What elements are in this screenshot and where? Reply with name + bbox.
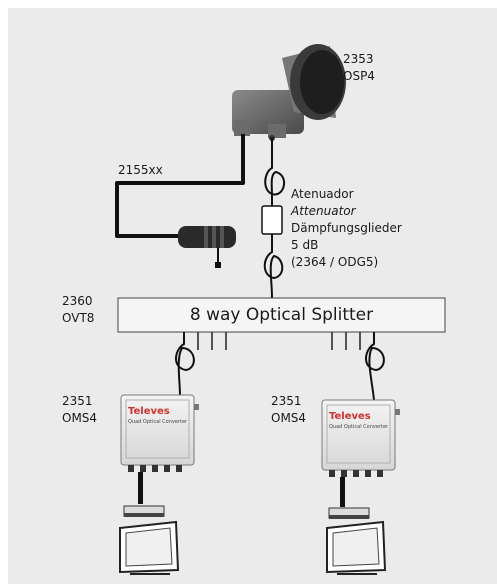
splitter-ports — [197, 332, 361, 350]
converter-left-subtitle: Quad Optical Converter — [128, 419, 188, 425]
lnb-code-label: 2353 — [343, 52, 374, 66]
cable-code-label: 2155xx — [118, 163, 163, 177]
converter-right-subtitle: Quad Optical Converter — [329, 424, 389, 430]
converter-left-model: OMS4 — [62, 411, 98, 425]
converter-left-code: 2351 — [62, 394, 93, 408]
attenuator-name-es: Atenuador — [291, 187, 354, 201]
splitter-box — [117, 297, 446, 333]
splitter-code-label: 2360 — [62, 294, 93, 308]
power-supply-icon — [178, 226, 236, 268]
cable-right — [340, 477, 345, 507]
converter-right-brand: Televes — [329, 411, 371, 422]
converter-right-code: 2351 — [271, 394, 302, 408]
receiver-left-icon — [123, 505, 165, 517]
fiber-attenuator-to-splitter — [263, 244, 284, 299]
converter-right-model: OMS4 — [271, 411, 307, 425]
attenuator-name-en: Attenuator — [291, 204, 356, 218]
fiber-to-converter-right — [365, 332, 385, 401]
lnb-icon — [232, 44, 346, 141]
coax-cable — [115, 134, 245, 238]
converter-left-icon — [120, 394, 199, 472]
tv-left-icon — [119, 520, 180, 575]
converter-right-icon — [321, 399, 400, 477]
splitter-model-label: OVT8 — [62, 311, 95, 325]
lnb-model-label: OSP4 — [343, 69, 375, 83]
fiber-lnb-to-attenuator — [264, 138, 286, 206]
attenuator-value: 5 dB — [291, 238, 319, 252]
splitter-label: 8 way Optical Splitter — [189, 305, 374, 325]
cable-left — [138, 472, 143, 504]
converter-left-brand: Televes — [128, 406, 170, 417]
attenuator-codes: (2364 / ODG5) — [291, 255, 379, 269]
attenuator-icon — [261, 205, 283, 244]
tv-right-icon — [326, 520, 387, 575]
receiver-right-icon — [328, 507, 370, 519]
attenuator-name-de: Dämpfungsglieder — [291, 221, 402, 235]
fiber-to-converter-left — [175, 332, 195, 397]
